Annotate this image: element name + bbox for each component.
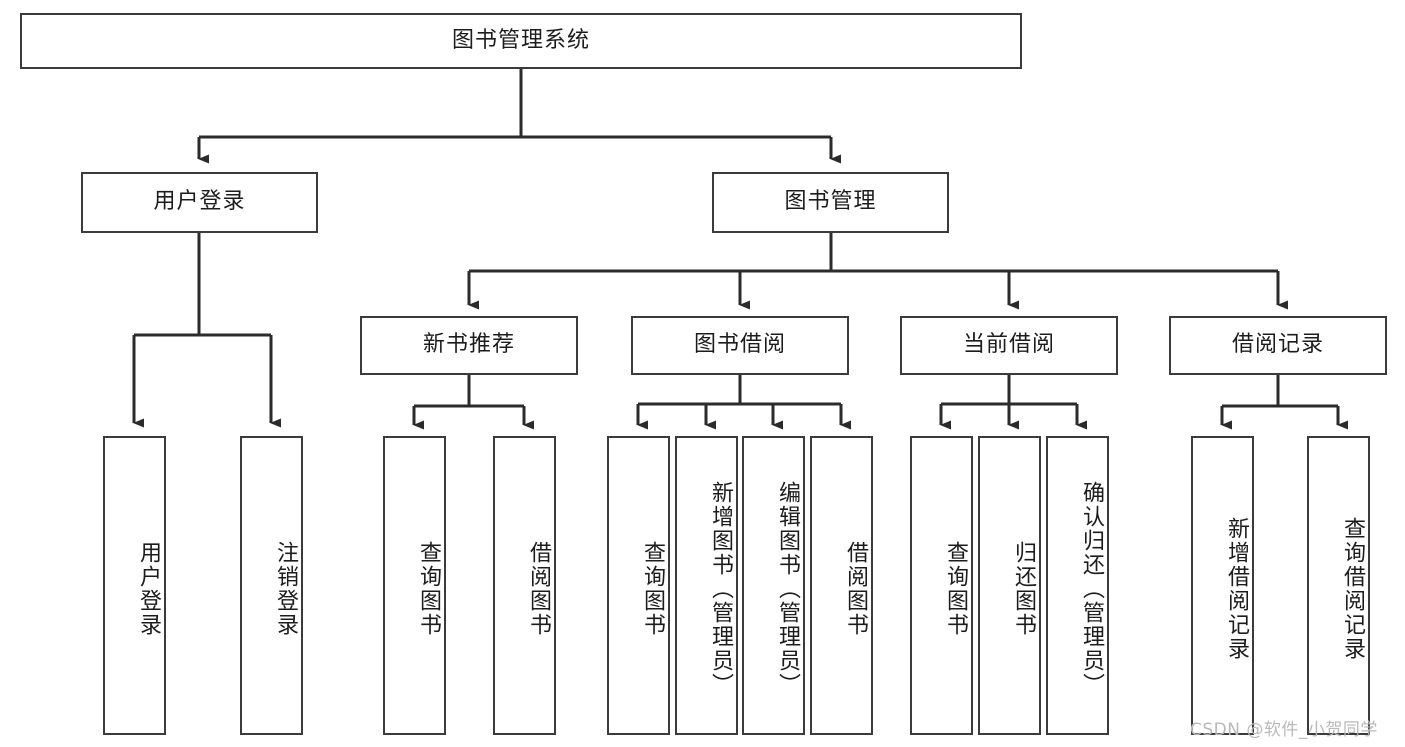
- node-leaf-query-record[interactable]: 查询借阅记录: [1307, 436, 1370, 735]
- node-leaf-user-logout[interactable]: 注销登录: [240, 436, 303, 735]
- node-borrow-record[interactable]: 借阅记录: [1169, 316, 1387, 375]
- node-leaf-borrow-book-1-label: 借阅图书: [526, 540, 551, 637]
- node-leaf-edit-book[interactable]: 编辑图书（管理员）: [742, 436, 805, 735]
- node-current-borrow-label: 当前借阅: [962, 332, 1055, 358]
- node-leaf-query-book-2[interactable]: 查询图书: [607, 436, 670, 735]
- node-new-book-recommend-label: 新书推荐: [422, 332, 515, 358]
- node-leaf-confirm-return[interactable]: 确认归还（管理员）: [1046, 436, 1109, 735]
- node-leaf-add-record-label: 新增借阅记录: [1224, 516, 1249, 661]
- node-leaf-return-book[interactable]: 归还图书: [978, 436, 1041, 735]
- csdn-watermark: CSDN @软件_小贺同学: [1190, 720, 1378, 740]
- node-leaf-borrow-book-2-label: 借阅图书: [843, 540, 868, 637]
- node-user-login-label: 用户登录: [153, 189, 246, 215]
- node-leaf-borrow-book-2[interactable]: 借阅图书: [810, 436, 873, 735]
- node-book-manage-label: 图书管理: [784, 189, 877, 215]
- node-leaf-add-record[interactable]: 新增借阅记录: [1191, 436, 1254, 735]
- node-leaf-add-book-label: 新增图书（管理员）: [708, 480, 733, 697]
- node-leaf-confirm-return-label: 确认归还（管理员）: [1079, 480, 1104, 697]
- node-leaf-user-login[interactable]: 用户登录: [103, 436, 166, 735]
- node-leaf-user-login-label: 用户登录: [136, 540, 161, 637]
- node-leaf-add-book[interactable]: 新增图书（管理员）: [675, 436, 738, 735]
- node-leaf-query-book-2-label: 查询图书: [640, 540, 665, 637]
- node-leaf-edit-book-label: 编辑图书（管理员）: [775, 480, 800, 697]
- node-leaf-user-logout-label: 注销登录: [273, 540, 298, 637]
- node-leaf-query-book-3[interactable]: 查询图书: [910, 436, 973, 735]
- node-leaf-query-book-1-label: 查询图书: [416, 540, 441, 637]
- node-root[interactable]: 图书管理系统: [20, 13, 1022, 69]
- node-leaf-query-record-label: 查询借阅记录: [1340, 516, 1365, 661]
- node-book-manage[interactable]: 图书管理: [712, 172, 949, 233]
- node-current-borrow[interactable]: 当前借阅: [900, 316, 1118, 375]
- node-leaf-query-book-3-label: 查询图书: [943, 540, 968, 637]
- node-leaf-query-book-1[interactable]: 查询图书: [383, 436, 446, 735]
- node-borrow-record-label: 借阅记录: [1231, 332, 1324, 358]
- node-new-book-recommend[interactable]: 新书推荐: [360, 316, 578, 375]
- node-leaf-borrow-book-1[interactable]: 借阅图书: [493, 436, 556, 735]
- node-leaf-return-book-label: 归还图书: [1011, 540, 1036, 637]
- node-book-borrow-label: 图书借阅: [693, 332, 786, 358]
- node-user-login[interactable]: 用户登录: [81, 172, 318, 233]
- node-book-borrow[interactable]: 图书借阅: [631, 316, 849, 375]
- node-root-label: 图书管理系统: [451, 27, 590, 53]
